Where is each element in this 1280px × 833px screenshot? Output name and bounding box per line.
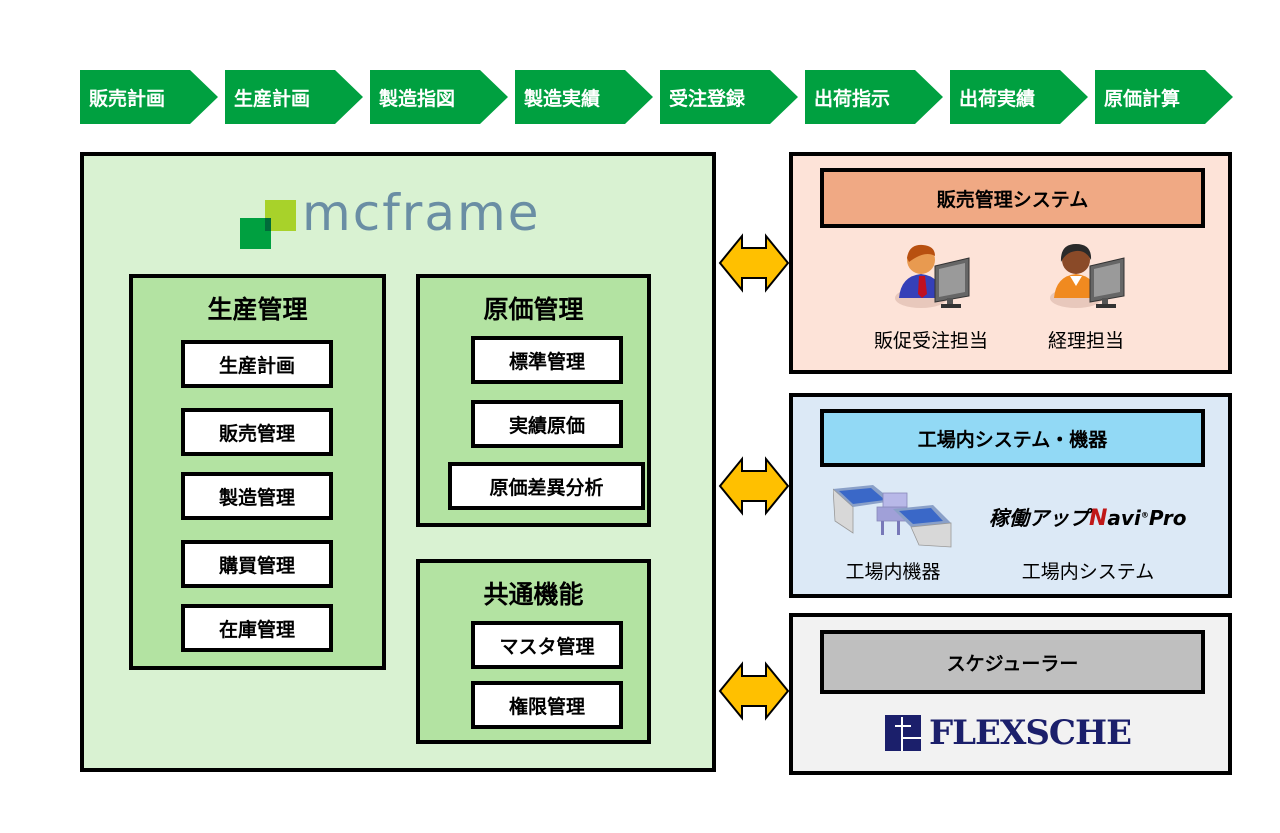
navi-pro-prefix: 稼働アップ xyxy=(989,506,1089,530)
process-step-production-plan: 生産計画 xyxy=(225,70,363,124)
process-step-manufacturing-result: 製造実績 xyxy=(515,70,653,124)
registered-mark: ® xyxy=(1140,510,1149,520)
module-permission-management: 権限管理 xyxy=(471,681,623,729)
factory-machine-icon xyxy=(833,485,952,548)
businessman-computer-icon xyxy=(895,244,970,308)
flexsche-wordmark: FLEXSCHE xyxy=(929,713,1132,753)
module-sales-management: 販売管理 xyxy=(181,408,333,456)
module-standard-management: 標準管理 xyxy=(471,336,623,384)
process-step-order-entry: 受注登録 xyxy=(660,70,798,124)
sales-system-header: 販売管理システム xyxy=(820,168,1205,228)
group-common-functions: 共通機能 マスタ管理 権限管理 xyxy=(416,559,651,744)
bidirectional-arrow-icon xyxy=(718,456,790,516)
sales-system-panel: 販売管理システム 販促受注担当 経理担当 xyxy=(789,152,1232,374)
mcframe-logo: mcframe xyxy=(240,184,580,249)
logo-overlap xyxy=(265,218,271,231)
factory-system-label: 工場内システム xyxy=(1021,561,1155,583)
flexsche-logo: FLEXSCHE xyxy=(885,713,1132,753)
sales-order-staff-label: 販促受注担当 xyxy=(873,330,988,352)
module-actual-cost: 実績原価 xyxy=(471,400,623,448)
scheduler-panel: スケジューラー FLEXSCHE xyxy=(789,613,1232,775)
group-title: 原価管理 xyxy=(483,295,584,324)
accounting-staff-label: 経理担当 xyxy=(1047,330,1124,352)
group-production-management: 生産管理 生産計画 販売管理 製造管理 購買管理 在庫管理 xyxy=(129,274,386,670)
process-flow: 販売計画 生産計画 製造指図 製造実績 受注登録 出荷指示 出荷実績 原価計算 xyxy=(80,70,1240,124)
process-step-shipping-instruction: 出荷指示 xyxy=(805,70,943,124)
module-inventory-management: 在庫管理 xyxy=(181,604,333,652)
process-step-cost-calculation: 原価計算 xyxy=(1095,70,1233,124)
mcframe-wordmark: mcframe xyxy=(302,184,541,242)
process-step-shipping-result: 出荷実績 xyxy=(950,70,1088,124)
navi-pro-n: N xyxy=(1089,506,1108,531)
factory-system-header: 工場内システム・機器 xyxy=(820,409,1205,467)
process-step-manufacturing-order: 製造指図 xyxy=(370,70,508,124)
factory-system-panel: 工場内システム・機器 稼働アップNavi®Pro 工場内機器 工場内システム xyxy=(789,393,1232,598)
navi-pro-avi: avi xyxy=(1107,506,1141,530)
navi-pro-pro: Pro xyxy=(1148,506,1187,530)
bidirectional-arrow-icon xyxy=(718,233,790,293)
process-step-sales-plan: 販売計画 xyxy=(80,70,218,124)
scheduler-header: スケジューラー xyxy=(820,630,1205,694)
navi-pro-logo: 稼働アップNavi®Pro xyxy=(989,502,1186,531)
flexsche-mark-icon xyxy=(885,715,921,751)
group-title: 生産管理 xyxy=(207,295,308,324)
module-manufacturing-management: 製造管理 xyxy=(181,472,333,520)
module-cost-variance-analysis: 原価差異分析 xyxy=(448,462,645,510)
module-purchasing-management: 購買管理 xyxy=(181,540,333,588)
module-master-management: マスタ管理 xyxy=(471,621,623,669)
group-cost-management: 原価管理 標準管理 実績原価 原価差異分析 xyxy=(416,274,651,527)
group-title: 共通機能 xyxy=(483,580,584,609)
factory-equipment-label: 工場内機器 xyxy=(845,561,941,583)
mcframe-panel: mcframe 生産管理 生産計画 販売管理 製造管理 購買管理 在庫管理 原価… xyxy=(80,152,716,772)
clerk-computer-icon xyxy=(1050,244,1125,308)
module-production-planning: 生産計画 xyxy=(181,340,333,388)
bidirectional-arrow-icon xyxy=(718,661,790,721)
